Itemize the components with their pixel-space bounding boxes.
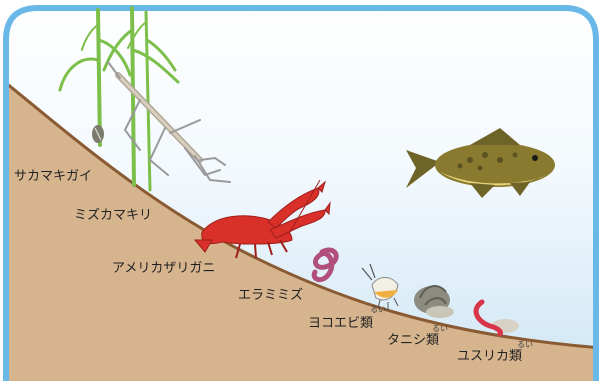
amphipod bbox=[361, 263, 399, 310]
tubifex-worm bbox=[311, 247, 339, 283]
reed-plant bbox=[58, 6, 180, 192]
ruby-tanishi: るい bbox=[432, 324, 448, 333]
label-eramimizu: エラミミズ bbox=[238, 288, 304, 303]
sakamakigai-snail bbox=[92, 125, 104, 143]
ruby-yokoebi: るい bbox=[370, 305, 386, 314]
label-mizukamakiri: ミズカマキリ bbox=[74, 208, 153, 223]
pond-bank-soil bbox=[6, 78, 596, 381]
water-scorpion bbox=[107, 61, 231, 183]
ruby-yusurika: るい bbox=[517, 340, 533, 349]
label-sakamakigai: サカマキガイ bbox=[14, 169, 93, 184]
crayfish bbox=[193, 179, 331, 259]
label-yusurika: ユスリカ類 bbox=[457, 349, 523, 364]
frame-border bbox=[3, 5, 599, 381]
pond-snail bbox=[414, 285, 454, 318]
label-tanishi: タニシ類 bbox=[387, 333, 440, 348]
pond-bank-edge bbox=[6, 76, 596, 350]
bloodworm bbox=[473, 299, 519, 337]
label-yokoebi: ヨコエビ類 bbox=[308, 316, 374, 331]
fish bbox=[406, 128, 555, 198]
label-amerikazarigani: アメリカザリガニ bbox=[112, 261, 216, 276]
